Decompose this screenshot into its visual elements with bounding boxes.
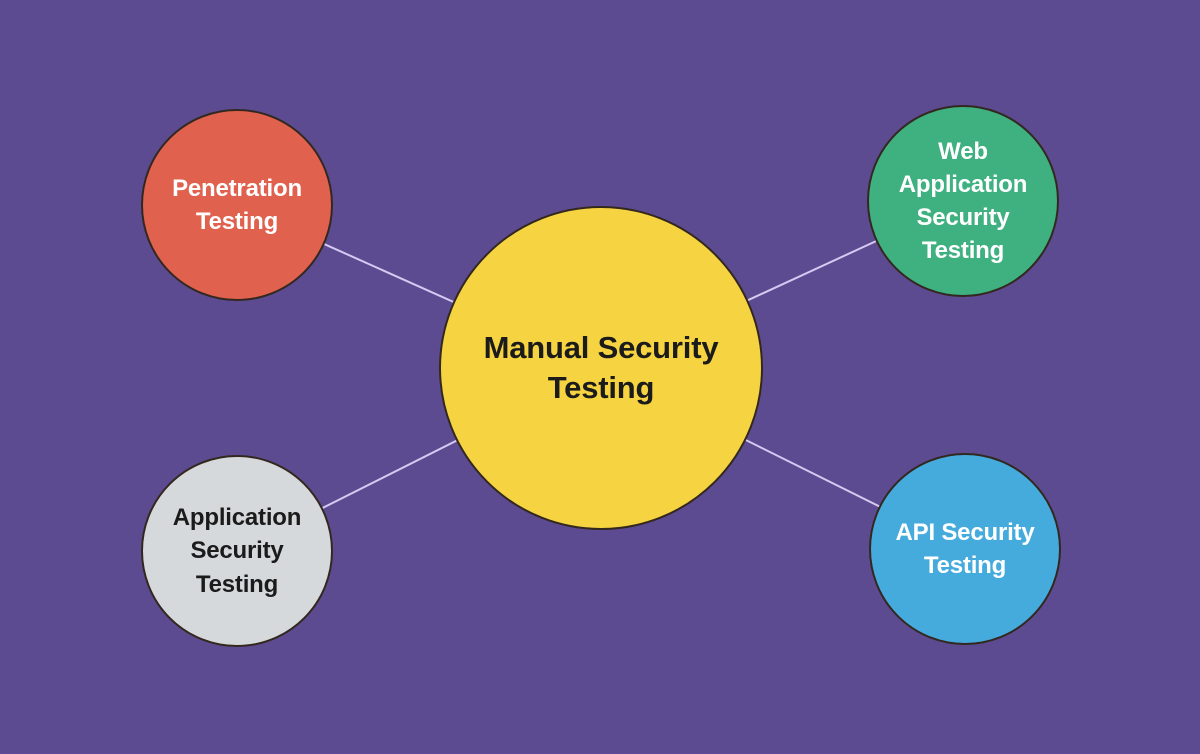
- node-penetration-testing-label: Penetration Testing: [172, 174, 302, 235]
- node-web-application-security-testing-label: Web Application Security Testing: [898, 137, 1028, 265]
- node-manual-security-testing: Manual Security Testing: [439, 206, 763, 530]
- node-penetration-testing: Penetration Testing: [141, 109, 333, 301]
- node-web-application-security-testing: Web Application Security Testing: [867, 105, 1059, 297]
- node-api-security-testing: API Security Testing: [869, 453, 1061, 645]
- node-manual-security-testing-label: Manual Security Testing: [483, 329, 719, 405]
- node-application-security-testing: Application Security Testing: [141, 455, 333, 647]
- node-api-security-testing-label: API Security Testing: [895, 518, 1035, 579]
- node-application-security-testing-label: Application Security Testing: [172, 504, 302, 598]
